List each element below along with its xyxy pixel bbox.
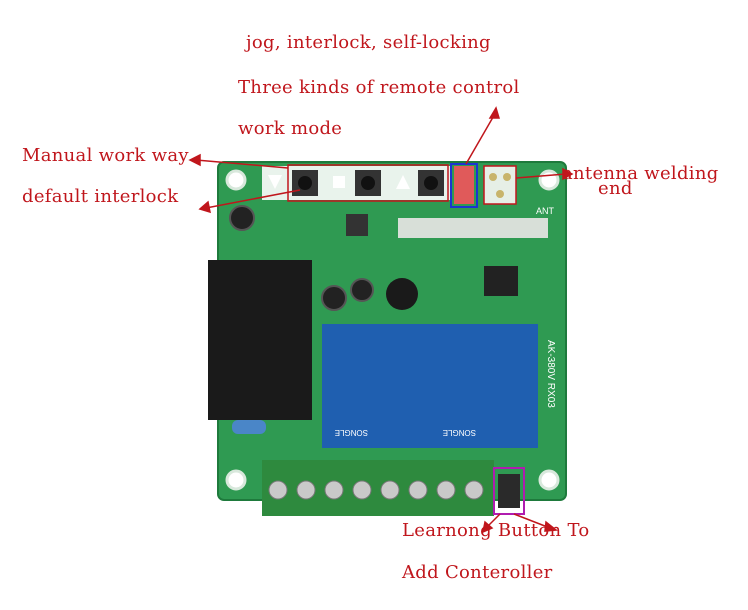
learn-button-highlight [493, 467, 525, 515]
capacitor [350, 278, 374, 302]
dip-switch-highlight [450, 163, 478, 208]
model-label: AK-380V RX03 [545, 340, 556, 408]
buzzer [386, 278, 418, 310]
modes-caption-line2: Three kinds of remote control [238, 77, 520, 98]
buttons-highlight [287, 164, 449, 202]
receiver-module [398, 218, 548, 238]
default-caption: default interlock [22, 186, 179, 207]
learn-button [498, 474, 520, 508]
antenna-pad [483, 165, 517, 205]
mounting-holes [225, 169, 560, 491]
manual-caption: Manual work way [22, 145, 189, 166]
learn-caption-line1: Learnong Button To [402, 520, 590, 541]
antenna-caption-line2: end [598, 178, 633, 199]
annotation-arrows [188, 106, 574, 534]
learn-caption-line2: Add Conteroller [402, 562, 553, 583]
modes-caption-line1: jog, interlock, self-locking [246, 32, 491, 53]
ic-chip [484, 266, 518, 296]
ant-label: ANT [536, 206, 555, 216]
terminal-screws [268, 480, 484, 500]
resistor [232, 420, 266, 434]
power-module [208, 260, 312, 420]
modes-caption-line3: work mode [238, 118, 343, 139]
svg-text:SONGLE: SONGLE [335, 428, 368, 437]
relay-right: SONGLE [430, 324, 538, 448]
inductor [346, 214, 368, 236]
dip-switch [454, 166, 474, 204]
capacitor [229, 205, 255, 231]
relay-left: SONGLE [322, 324, 430, 448]
capacitor [321, 285, 347, 311]
svg-text:SONGLE: SONGLE [443, 428, 476, 437]
mode-buttons [268, 170, 444, 196]
antenna-caption-line1: antenna welding [562, 163, 719, 184]
